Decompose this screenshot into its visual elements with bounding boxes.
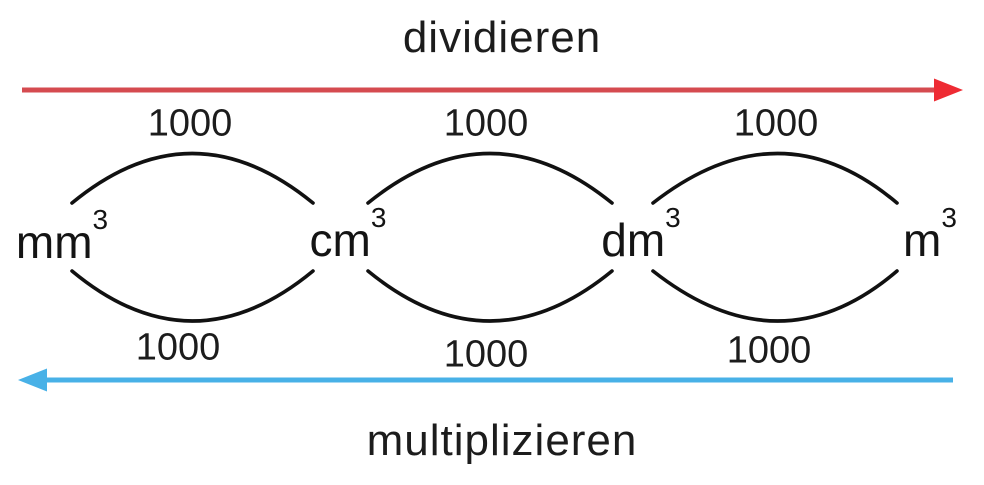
unit-mm3-exponent: 3 xyxy=(92,204,109,236)
conversion-arc-top-0 xyxy=(70,151,315,205)
divide-operation-label: dividieren xyxy=(402,13,602,62)
multiply-arrow-head-icon xyxy=(18,368,47,392)
factor-bottom-0: 1000 xyxy=(135,326,221,369)
unit-dm3-base: dm xyxy=(601,214,666,266)
factor-top-2: 1000 xyxy=(733,102,819,145)
unit-mm3-base: mm xyxy=(15,216,93,268)
unit-mm3: mm3 xyxy=(15,206,108,269)
unit-m3: m3 xyxy=(903,204,957,267)
conversion-arc-top-2 xyxy=(651,151,899,205)
conversion-arc-bottom-0 xyxy=(70,269,315,323)
unit-cm3-exponent: 3 xyxy=(370,202,387,234)
factor-top-0: 1000 xyxy=(147,102,233,145)
unit-m3-base: m xyxy=(903,214,942,266)
unit-cm3-base: cm xyxy=(309,214,371,266)
unit-dm3-exponent: 3 xyxy=(665,202,681,234)
unit-cm3: cm3 xyxy=(309,204,387,267)
unit-m3-exponent: 3 xyxy=(941,202,957,234)
conversion-arc-bottom-2 xyxy=(651,269,899,323)
multiply-operation-label: multiplizieren xyxy=(366,416,638,465)
factor-bottom-2: 1000 xyxy=(726,329,812,372)
conversion-arc-top-1 xyxy=(366,151,614,205)
conversion-arc-bottom-1 xyxy=(366,269,614,323)
divide-arrow-head-icon xyxy=(934,78,963,102)
factor-bottom-1: 1000 xyxy=(443,333,529,376)
factor-top-1: 1000 xyxy=(443,102,529,145)
unit-dm3: dm3 xyxy=(601,204,680,267)
